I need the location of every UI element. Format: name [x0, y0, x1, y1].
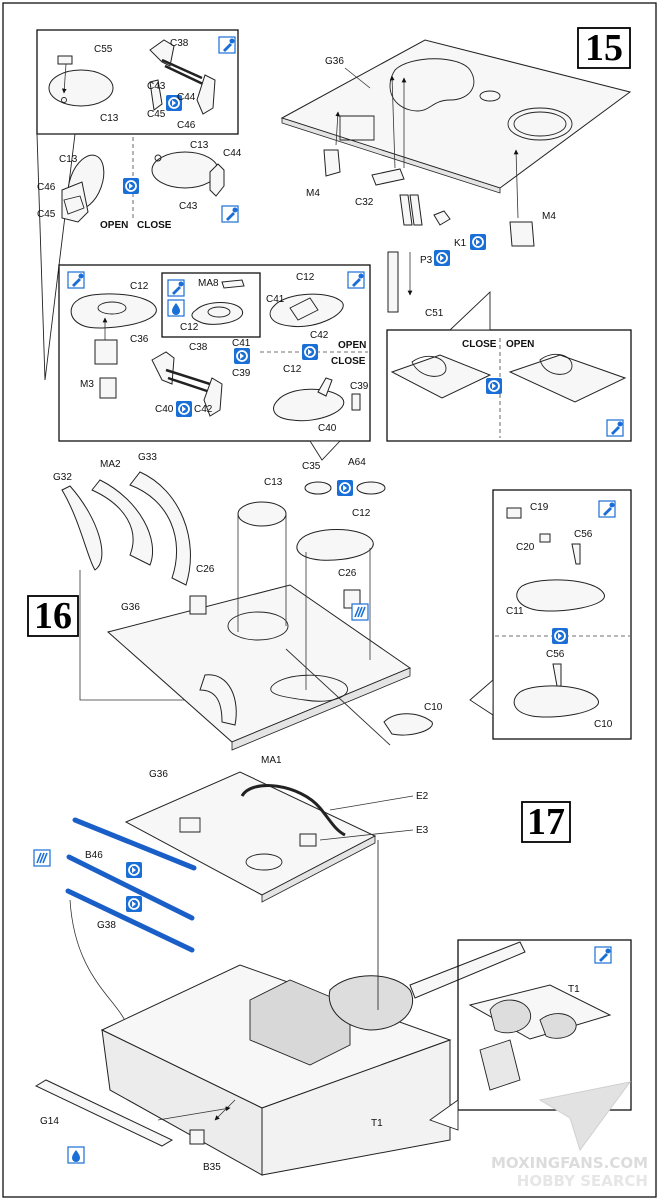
label-c36: C36 [130, 334, 149, 345]
watermark: MOXINGFANS.COM HOBBY SEARCH [491, 1081, 648, 1190]
toggle-close-15a: CLOSE [137, 220, 172, 231]
label-ma2: MA2 [100, 459, 121, 470]
label-c46-b: C46 [37, 182, 56, 193]
toggle-open-16: OPEN [338, 340, 366, 351]
label-p3: P3 [420, 255, 433, 266]
toggle-open-15a: OPEN [100, 220, 128, 231]
watermark-line2: HOBBY SEARCH [517, 1172, 648, 1190]
label-ma8: MA8 [198, 278, 219, 289]
label-c45-b: C45 [37, 209, 56, 220]
step-17-box [521, 801, 571, 843]
label-g33: G33 [138, 452, 157, 463]
label-c44: C44 [177, 92, 196, 103]
watermark-line1: MOXINGFANS.COM [491, 1154, 648, 1172]
label-c56-a: C56 [574, 529, 593, 540]
label-g32: G32 [53, 472, 72, 483]
step-16-box [27, 595, 79, 637]
label-c12-16: C12 [352, 508, 371, 519]
toggle-close-15b: CLOSE [462, 339, 497, 350]
label-t1-b: T1 [568, 984, 580, 995]
tow-cable-2 [66, 854, 195, 921]
label-g36-15: G36 [325, 56, 344, 67]
detail-c11-c10 [492, 489, 632, 740]
label-c41-b: C41 [232, 338, 251, 349]
toggle-open-15b: OPEN [506, 339, 534, 350]
step-16-detail: C12 C36 M3 MA8 C12 C12 C41 C42 OPEN CLOS… [58, 264, 371, 461]
tow-cable-1 [72, 817, 197, 871]
step-17-number: 17 [527, 801, 565, 843]
label-c42-a: C42 [310, 330, 329, 341]
label-c40: C40 [155, 404, 174, 415]
step-15-box [577, 27, 631, 69]
detail-hatch-closed [36, 29, 239, 135]
label-c12-b: C12 [180, 322, 199, 333]
label-c39: C39 [232, 368, 251, 379]
step-16: 16 G32 MA2 G33 MA1 G36 C13 C35 A64 C12 C… [27, 452, 632, 766]
label-c56-b: C56 [546, 649, 565, 660]
label-m3: M3 [80, 379, 94, 390]
label-c12-c: C12 [296, 272, 315, 283]
label-c39-b: C39 [350, 381, 369, 392]
label-g36-17: G36 [149, 769, 168, 780]
label-c55: C55 [94, 44, 113, 55]
label-c35: C35 [302, 461, 321, 472]
label-e3: E3 [416, 825, 429, 836]
step-15-number: 15 [585, 27, 623, 69]
label-c13-c: C13 [190, 140, 209, 151]
label-c46: C46 [177, 120, 196, 131]
label-c19: C19 [530, 502, 549, 513]
label-c20: C20 [516, 542, 535, 553]
label-c40-b: C40 [318, 423, 337, 434]
label-c43: C43 [147, 81, 166, 92]
step-17: 17 G36 E2 E3 B46 G38 T1 B35 [33, 769, 632, 1176]
label-c12-d: C12 [283, 364, 302, 375]
label-c44-b: C44 [223, 148, 242, 159]
label-t1: T1 [371, 1118, 383, 1129]
label-c41: C41 [266, 294, 285, 305]
label-ma1: MA1 [261, 755, 282, 766]
label-g38: G38 [97, 920, 116, 931]
label-m4-a: M4 [306, 188, 320, 199]
label-c13-b: C13 [59, 154, 78, 165]
part-g36-deck [124, 771, 377, 896]
label-c11: C11 [506, 606, 524, 617]
tow-cable-3 [65, 888, 195, 953]
step-16-number: 16 [34, 595, 72, 637]
label-k1: K1 [454, 238, 467, 249]
label-c12-a: C12 [130, 281, 149, 292]
label-c13-16: C13 [264, 477, 283, 488]
detail-t1-interior [457, 939, 632, 1111]
label-c32: C32 [355, 197, 374, 208]
label-c38-b: C38 [189, 342, 208, 353]
label-c42-b: C42 [194, 404, 213, 415]
label-c45: C45 [147, 109, 166, 120]
paper-plane-logo [538, 1081, 632, 1152]
label-b46: B46 [85, 850, 103, 861]
detail-hatch-c12 [58, 264, 371, 442]
label-c38: C38 [170, 38, 189, 49]
label-g36-16: G36 [121, 602, 140, 613]
label-b35: B35 [203, 1162, 221, 1173]
label-a64: A64 [348, 457, 366, 468]
label-c10: C10 [424, 702, 443, 713]
label-e2: E2 [416, 791, 429, 802]
step-15: 15 C55 C38 C43 C44 C45 C46 C13 C13 C13 C… [36, 27, 632, 442]
detail-ma8 [161, 272, 261, 338]
label-g14: G14 [40, 1116, 59, 1127]
label-c10-b: C10 [594, 719, 613, 730]
detail-periscope-open-close [386, 329, 632, 442]
label-m4-b: M4 [542, 211, 556, 222]
label-c26-b: C26 [338, 568, 357, 579]
label-c26-a: C26 [196, 564, 215, 575]
label-c13-a: C13 [100, 113, 119, 124]
label-c51: C51 [425, 308, 444, 319]
toggle-close-16: CLOSE [331, 356, 366, 367]
label-c43-b: C43 [179, 201, 198, 212]
